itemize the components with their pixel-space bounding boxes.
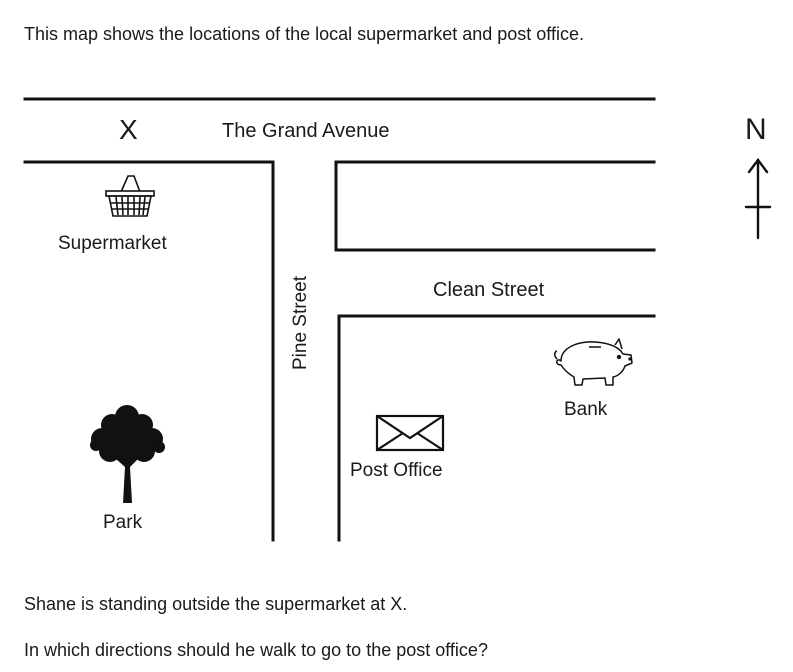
north-arrow-icon	[744, 158, 772, 240]
question-line-1: Shane is standing outside the supermarke…	[24, 594, 408, 614]
intro-text: This map shows the locations of the loca…	[24, 24, 584, 44]
question-line-2: In which directions should he walk to go…	[24, 640, 488, 660]
envelope-icon	[375, 414, 445, 452]
supermarket-label: Supermarket	[58, 233, 167, 254]
grand-avenue-label: The Grand Avenue	[222, 120, 390, 142]
north-label: N	[745, 113, 767, 146]
bank-label: Bank	[564, 399, 608, 420]
post-office-label: Post Office	[350, 460, 443, 481]
park-label: Park	[103, 512, 143, 533]
northeast-block-edge	[334, 160, 656, 252]
shopping-basket-icon	[105, 175, 155, 217]
x-marker: X	[119, 114, 138, 145]
clean-street-label: Clean Street	[433, 279, 545, 301]
tree-icon	[90, 405, 165, 503]
southeast-block-edge	[337, 314, 656, 542]
piggy-bank-icon	[554, 338, 633, 386]
pine-street-label: Pine Street	[290, 276, 311, 370]
